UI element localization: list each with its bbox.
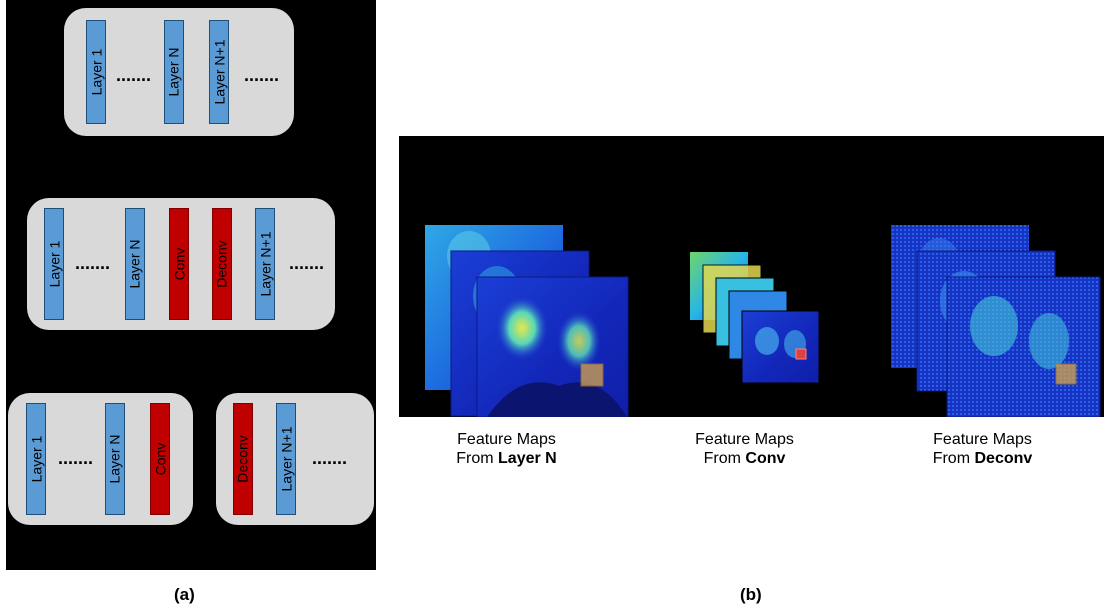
layer-block: Layer N xyxy=(105,403,125,515)
caption-conv: Feature Maps From Conv xyxy=(695,431,794,467)
conv-block: Conv xyxy=(169,208,189,320)
layer-block: Layer N+1 xyxy=(255,208,275,320)
deconv-feature-maps xyxy=(891,225,1101,418)
layer-block: Layer 1 xyxy=(26,403,46,515)
ellipsis: ....... xyxy=(289,253,325,273)
deconv-block: Deconv xyxy=(212,208,232,320)
conv-block: Conv xyxy=(150,403,170,515)
layer-block: Layer 1 xyxy=(44,208,64,320)
caption-layer-n: Feature Maps From Layer N xyxy=(456,431,557,467)
ellipsis: ....... xyxy=(58,448,94,468)
caption-deconv: Feature Maps From Deconv xyxy=(932,431,1033,467)
feature-maps-illustration xyxy=(425,225,1101,418)
bottom-left-network-box: Layer 1 ....... Layer N Conv xyxy=(8,393,193,525)
ellipsis: ....... xyxy=(244,65,280,85)
bottom-right-network-box: Deconv Layer N+1 ....... xyxy=(216,393,374,525)
deconv-block: Deconv xyxy=(233,403,253,515)
middle-network-box: Layer 1 ....... Layer N Conv Deconv Laye… xyxy=(27,198,335,330)
layer-block: Layer N+1 xyxy=(209,20,229,124)
top-network-box: Layer 1 ....... Layer N Layer N+1 ......… xyxy=(64,8,294,136)
layer-block: Layer N xyxy=(164,20,184,124)
layer-block: Layer N+1 xyxy=(276,403,296,515)
panel-b-label: (b) xyxy=(740,585,762,604)
architecture-panel: Layer 1 ....... Layer N Layer N+1 ......… xyxy=(6,0,376,570)
feature-maps-panel xyxy=(399,136,1104,418)
ellipsis: ....... xyxy=(116,65,152,85)
ellipsis: ....... xyxy=(75,253,111,273)
layer-block: Layer N xyxy=(125,208,145,320)
ellipsis: ....... xyxy=(312,448,348,468)
layer-block: Layer 1 xyxy=(86,20,106,124)
conv-feature-maps xyxy=(690,252,820,384)
panel-a-label: (a) xyxy=(174,585,195,604)
layer-n-feature-maps xyxy=(425,225,629,418)
